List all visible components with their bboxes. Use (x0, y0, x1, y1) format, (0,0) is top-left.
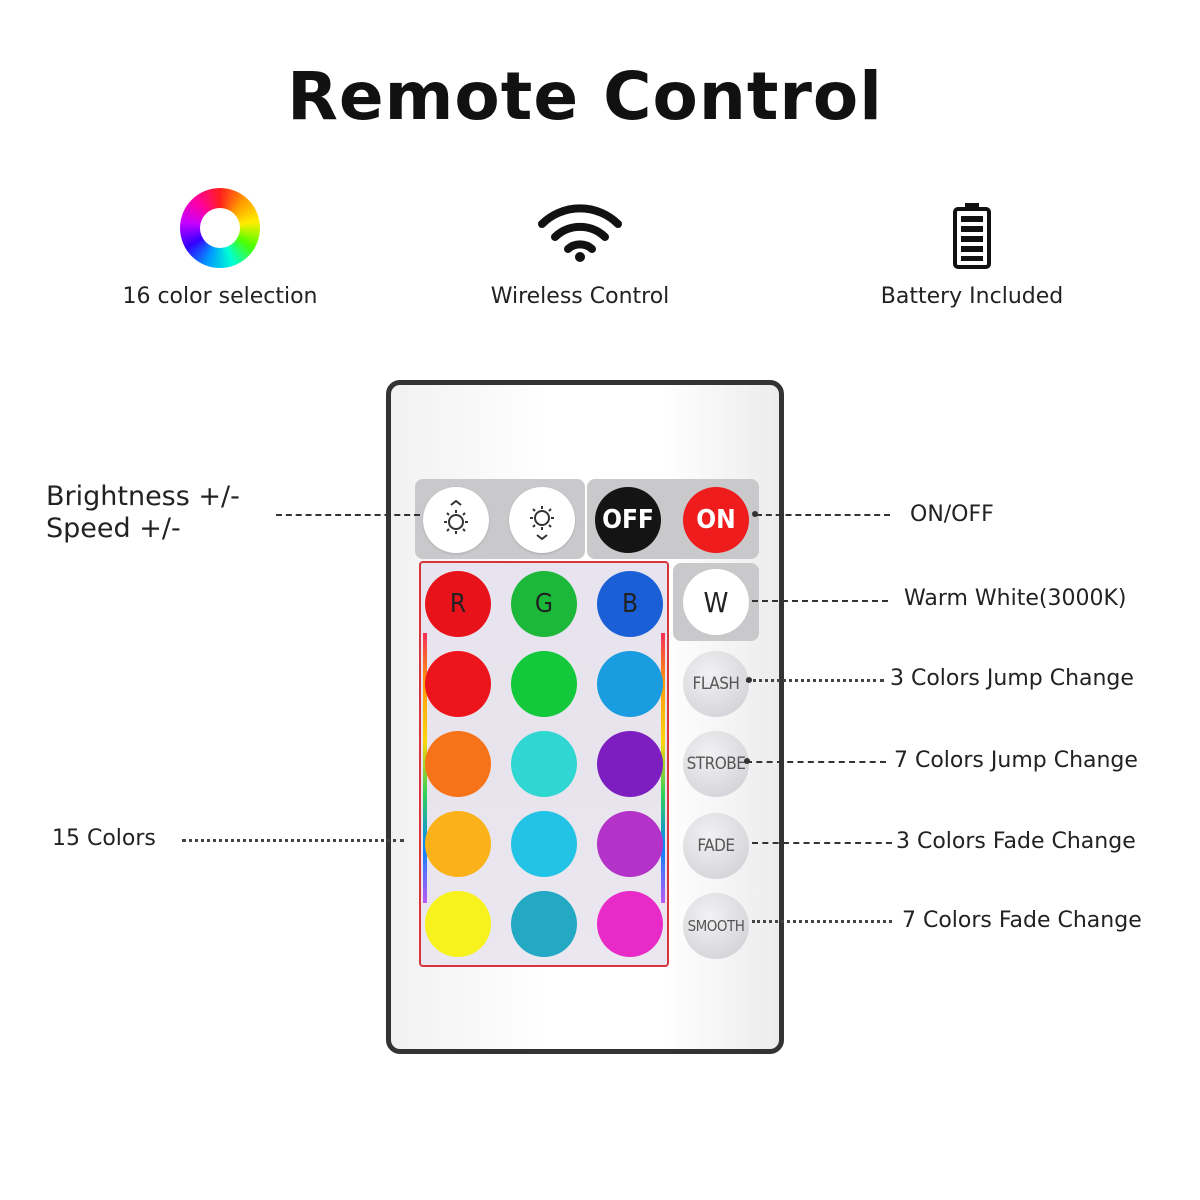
battery-icon (953, 203, 991, 269)
onoff-leader-line (756, 514, 890, 516)
speed-callout: Speed +/- (46, 513, 181, 544)
feature-label: Battery Included (880, 284, 1064, 309)
strobe-leader-dot (744, 758, 750, 764)
brightness-down-button[interactable] (509, 487, 575, 553)
color-button[interactable] (425, 811, 491, 877)
brightness-up-button[interactable] (423, 487, 489, 553)
color-button[interactable] (597, 811, 663, 877)
strobe-leader-line (746, 761, 886, 763)
remote-control: OFF ON R G B W FLASH STROBE FADE SMOOTH (386, 380, 784, 1054)
feature-label: Wireless Control (490, 284, 670, 309)
flash-leader-line (746, 679, 884, 682)
color-wheel-icon (180, 188, 260, 268)
wifi-icon (538, 204, 622, 262)
off-button[interactable]: OFF (595, 487, 661, 553)
flash-callout: 3 Colors Jump Change (890, 666, 1134, 691)
on-button[interactable]: ON (683, 487, 749, 553)
color-button[interactable] (511, 731, 577, 797)
color-button[interactable] (597, 731, 663, 797)
color-button[interactable] (425, 731, 491, 797)
strobe-button[interactable]: STROBE (683, 731, 749, 797)
green-button[interactable]: G (511, 571, 577, 637)
smooth-leader-line (752, 920, 892, 923)
brightness-up-icon (444, 500, 468, 534)
page-title: Remote Control (287, 58, 883, 135)
smooth-button[interactable]: SMOOTH (683, 893, 749, 959)
color-button[interactable] (511, 811, 577, 877)
onoff-callout: ON/OFF (910, 502, 994, 527)
color-button[interactable] (511, 891, 577, 957)
colors-leader-line (182, 839, 404, 842)
red-button[interactable]: R (425, 571, 491, 637)
strobe-callout: 7 Colors Jump Change (894, 748, 1138, 773)
warm-white-leader-line (752, 600, 888, 602)
color-button[interactable] (425, 891, 491, 957)
color-button[interactable] (597, 891, 663, 957)
colors-callout: 15 Colors (52, 826, 156, 851)
onoff-leader-dot (752, 511, 758, 517)
flash-button[interactable]: FLASH (683, 651, 749, 717)
color-button[interactable] (511, 651, 577, 717)
rainbow-edge-right (661, 633, 665, 903)
feature-label: 16 color selection (122, 284, 318, 309)
fade-leader-line (752, 842, 892, 844)
color-button[interactable] (425, 651, 491, 717)
warm-white-button[interactable]: W (683, 569, 749, 635)
brightness-leader-line (276, 514, 420, 516)
brightness-down-icon (530, 506, 554, 540)
smooth-callout: 7 Colors Fade Change (902, 908, 1142, 933)
fade-callout: 3 Colors Fade Change (896, 829, 1136, 854)
flash-leader-dot (746, 677, 752, 683)
warm-white-callout: Warm White(3000K) (904, 586, 1127, 611)
color-button[interactable] (597, 651, 663, 717)
blue-button[interactable]: B (597, 571, 663, 637)
brightness-callout: Brightness +/- (46, 481, 240, 512)
fade-button[interactable]: FADE (683, 813, 749, 879)
